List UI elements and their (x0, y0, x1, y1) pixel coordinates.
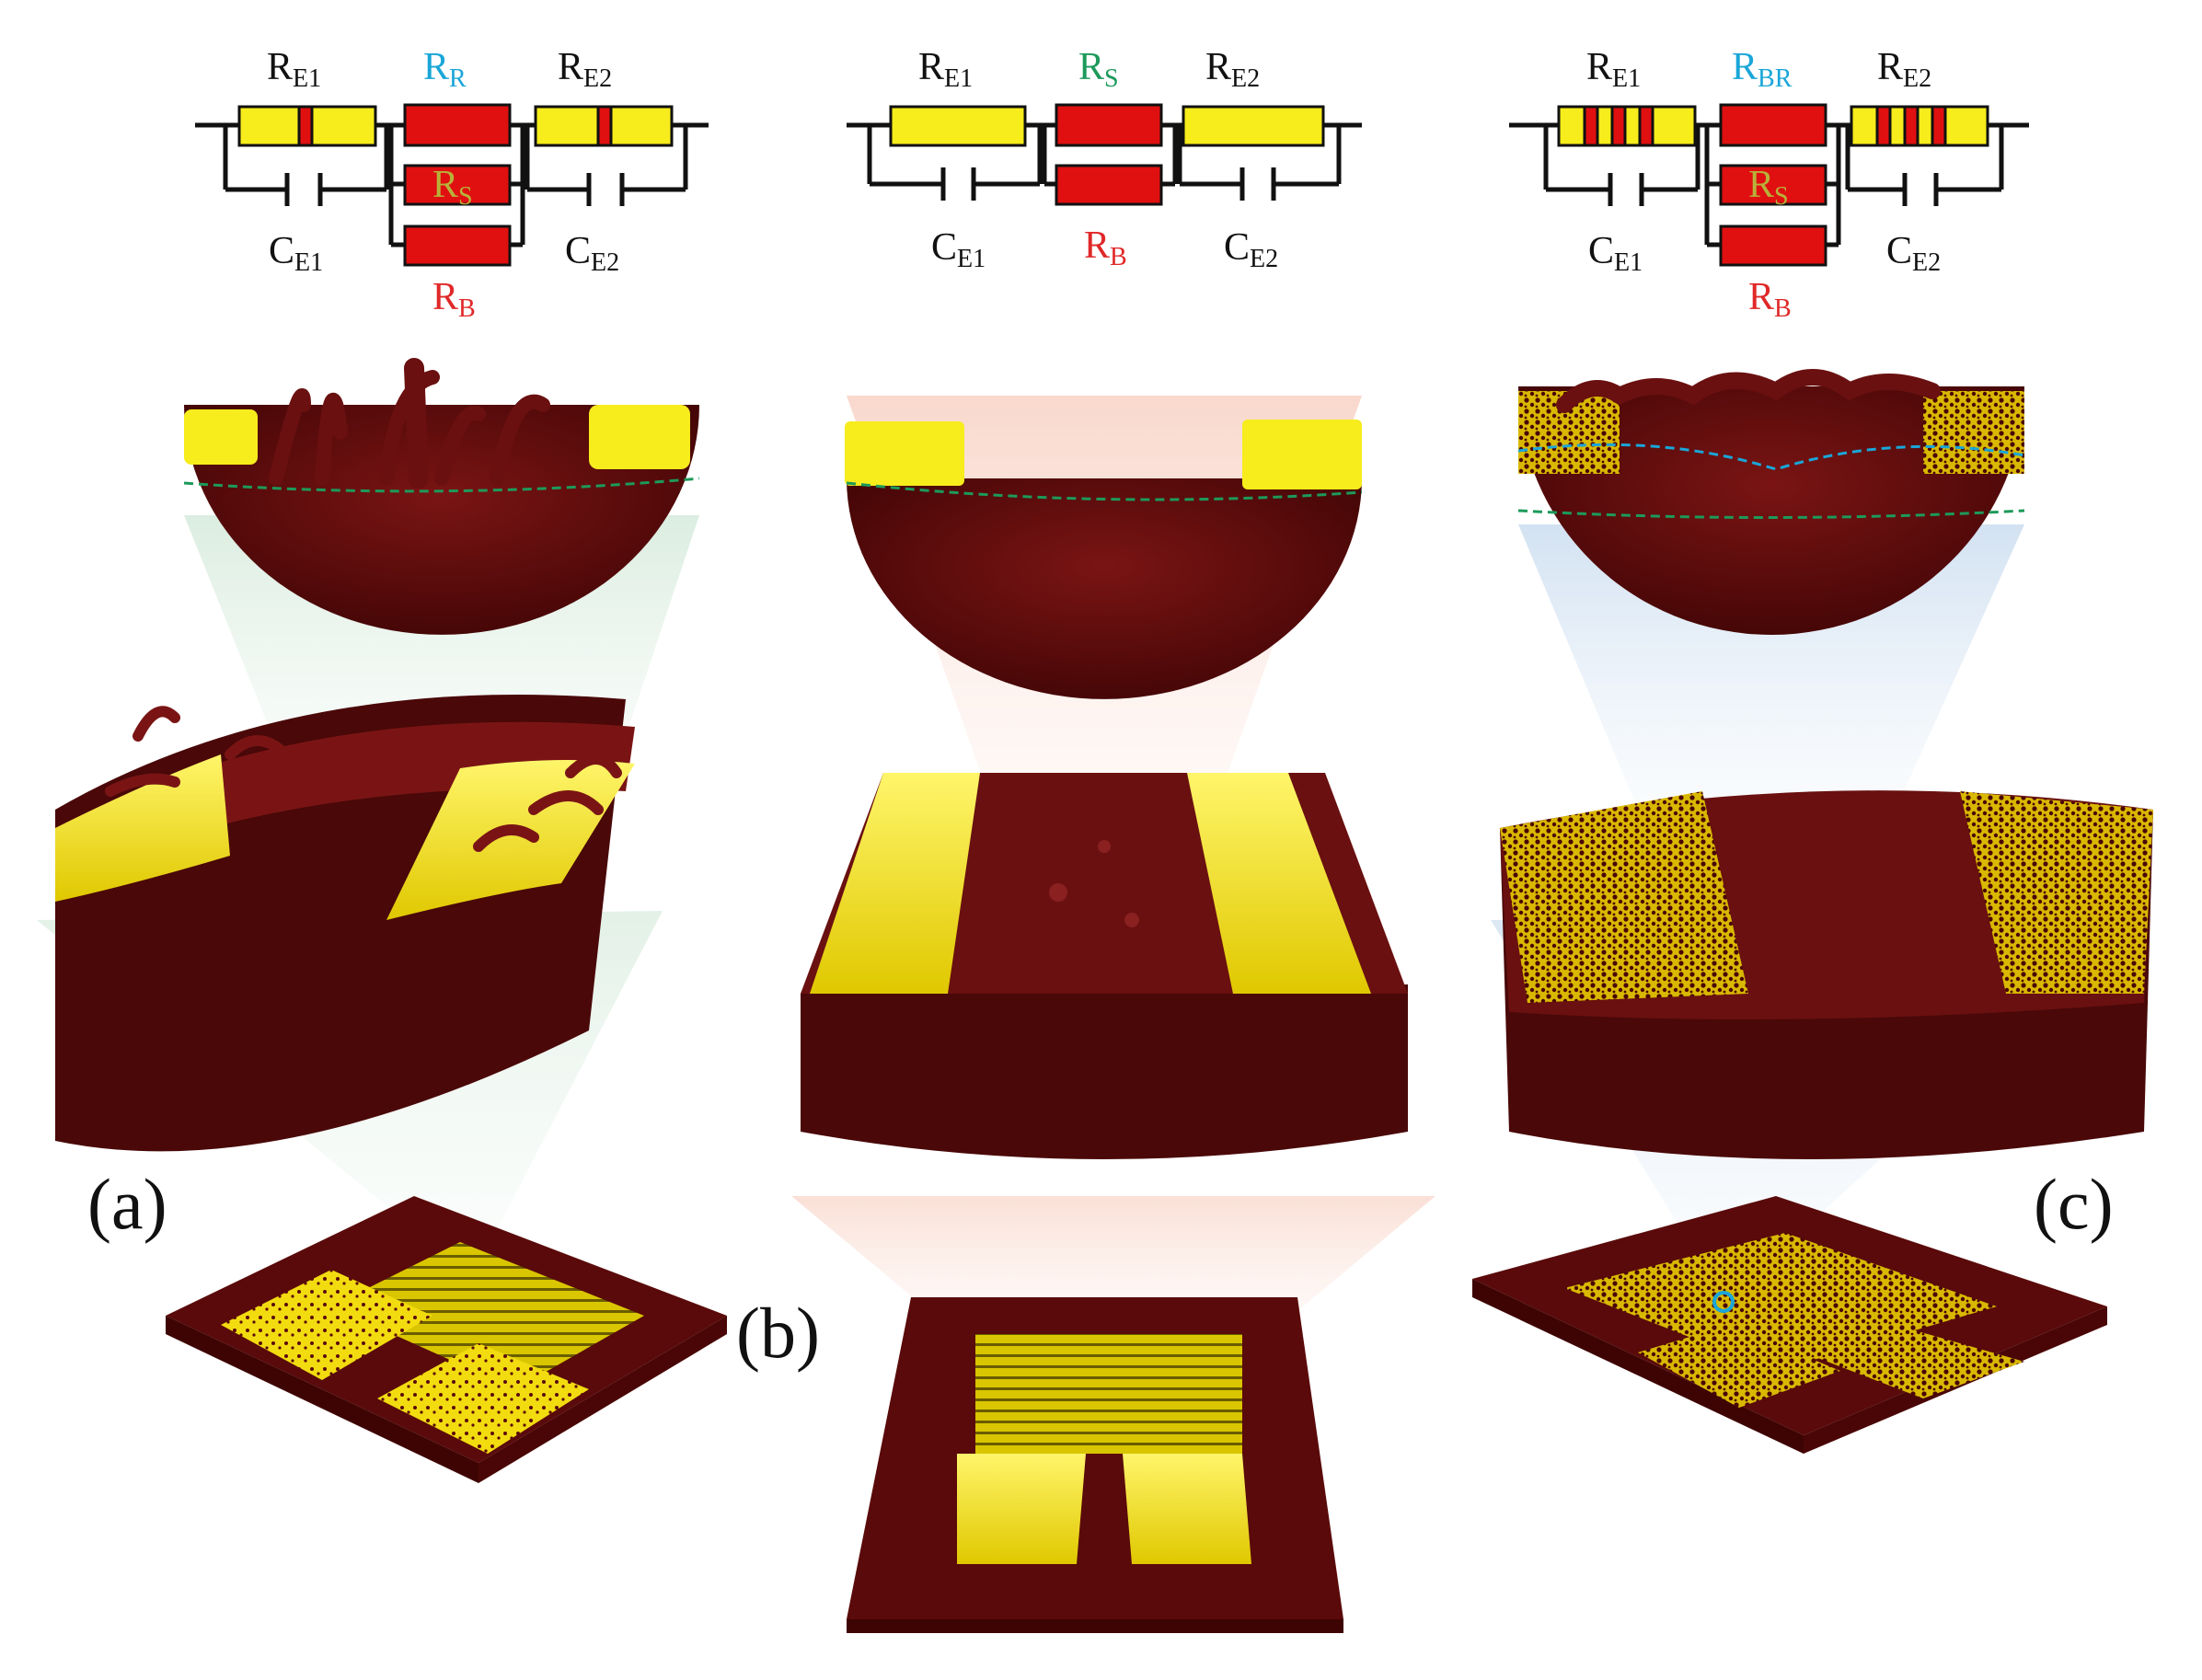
circuit-a-resistors (237, 103, 674, 267)
sensor-chip-a (166, 1196, 727, 1483)
film-block-c (1500, 790, 2153, 1159)
label-re1-b: RE1 (918, 46, 973, 93)
magnified-cross-section-c (1517, 369, 2025, 635)
film-block-b (801, 773, 1408, 1159)
label-rs-c: RS (1748, 164, 1789, 211)
equivalent-circuits: RE1 RR RS RB RE2 CE1 CE2 (195, 46, 2029, 323)
label-ce2-a: CE2 (565, 230, 619, 277)
sensor-chip-b (847, 1297, 1343, 1633)
magnified-cross-section-b (845, 420, 1363, 699)
sensor-chip-c (1472, 1196, 2107, 1454)
label-rs-b: RS (1078, 46, 1119, 93)
panel-c: (c) (1472, 369, 2153, 1454)
panel-a: (a) (37, 358, 727, 1483)
circuit-b-resistors (889, 103, 1325, 206)
panel-tag-a: (a) (87, 1164, 167, 1244)
magnified-cross-section-a (183, 358, 700, 635)
label-rr-a: RR (423, 46, 467, 93)
label-rb-a: RB (432, 276, 476, 323)
label-ce1-a: CE1 (269, 230, 323, 277)
label-re2-a: RE2 (558, 46, 612, 93)
label-rbr-c: RBR (1732, 46, 1793, 93)
label-re2-c: RE2 (1877, 46, 1931, 93)
label-rs-a: RS (432, 164, 473, 211)
film-block-a (55, 695, 635, 1152)
label-ce2-c: CE2 (1886, 230, 1941, 277)
label-rb-b: RB (1084, 224, 1127, 271)
panel-tag-c: (c) (2034, 1164, 2114, 1244)
circuit-c-resistors (1557, 103, 1989, 267)
label-ce1-c: CE1 (1588, 230, 1643, 277)
label-re2-b: RE2 (1205, 46, 1260, 93)
label-re1-a: RE1 (267, 46, 321, 93)
label-ce1-b: CE1 (931, 226, 986, 273)
panel-tag-b: (b) (736, 1293, 820, 1373)
label-ce2-b: CE2 (1224, 226, 1278, 273)
label-rb-c: RB (1748, 276, 1792, 323)
panel-b: (b) (736, 396, 1435, 1633)
label-re1-c: RE1 (1586, 46, 1641, 93)
